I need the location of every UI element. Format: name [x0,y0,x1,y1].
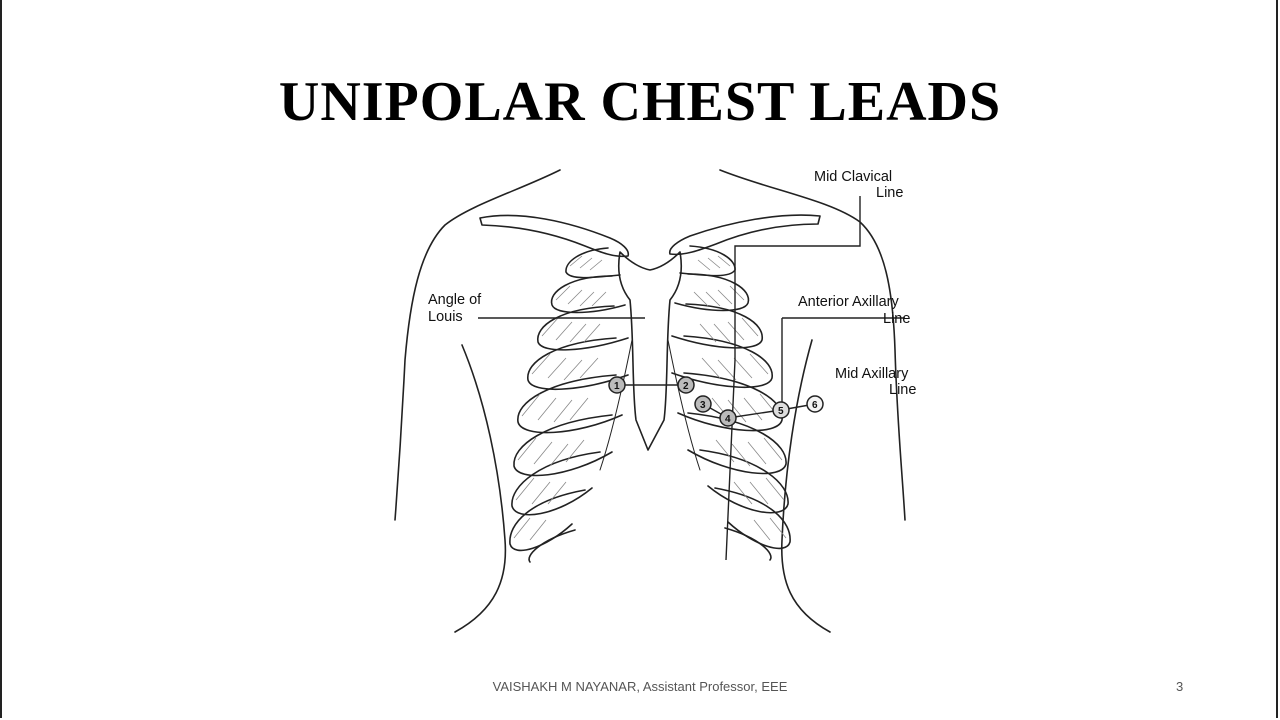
angle-of-louis-label-2: Louis [428,309,463,325]
electrode-v6 [806,395,824,413]
electrode-v5 [772,401,790,419]
electrode-label-1: 1 [614,381,620,392]
mid-axillary-label-1: Mid Axillary [835,366,909,382]
mid-axillary-label-2: Line [889,382,916,398]
anterior-axillary-line [781,317,905,415]
electrodes [608,376,824,427]
electrode-v1 [608,376,626,394]
sternum [617,251,683,451]
electrode-label-2: 2 [683,381,689,392]
angle-of-louis-label-1: Angle of [428,292,482,308]
electrode-label-6: 6 [812,400,818,411]
slide-footer: VAISHAKH M NAYANAR, Assistant Professor,… [492,679,788,694]
page-number: 3 [1176,679,1184,694]
electrode-v4 [719,409,737,427]
left-clavicle [479,214,630,258]
electrode-label-5: 5 [778,406,784,417]
electrode-v3 [694,395,712,413]
electrode-label-4: 4 [725,414,731,425]
mid-clavical-label-2: Line [876,185,903,201]
anterior-axillary-label-2: Line [883,311,910,327]
mid-clavical-label-1: Mid Clavical [814,169,892,185]
electrode-label-3: 3 [700,400,706,411]
torso-outline [394,169,561,521]
electrode-v2 [677,376,695,394]
mid-clavical-line [725,196,861,561]
anterior-axillary-label-1: Anterior Axillary [798,294,899,310]
slide-title: UNIPOLAR CHEST LEADS [278,71,1002,133]
right-clavicle [668,214,821,256]
